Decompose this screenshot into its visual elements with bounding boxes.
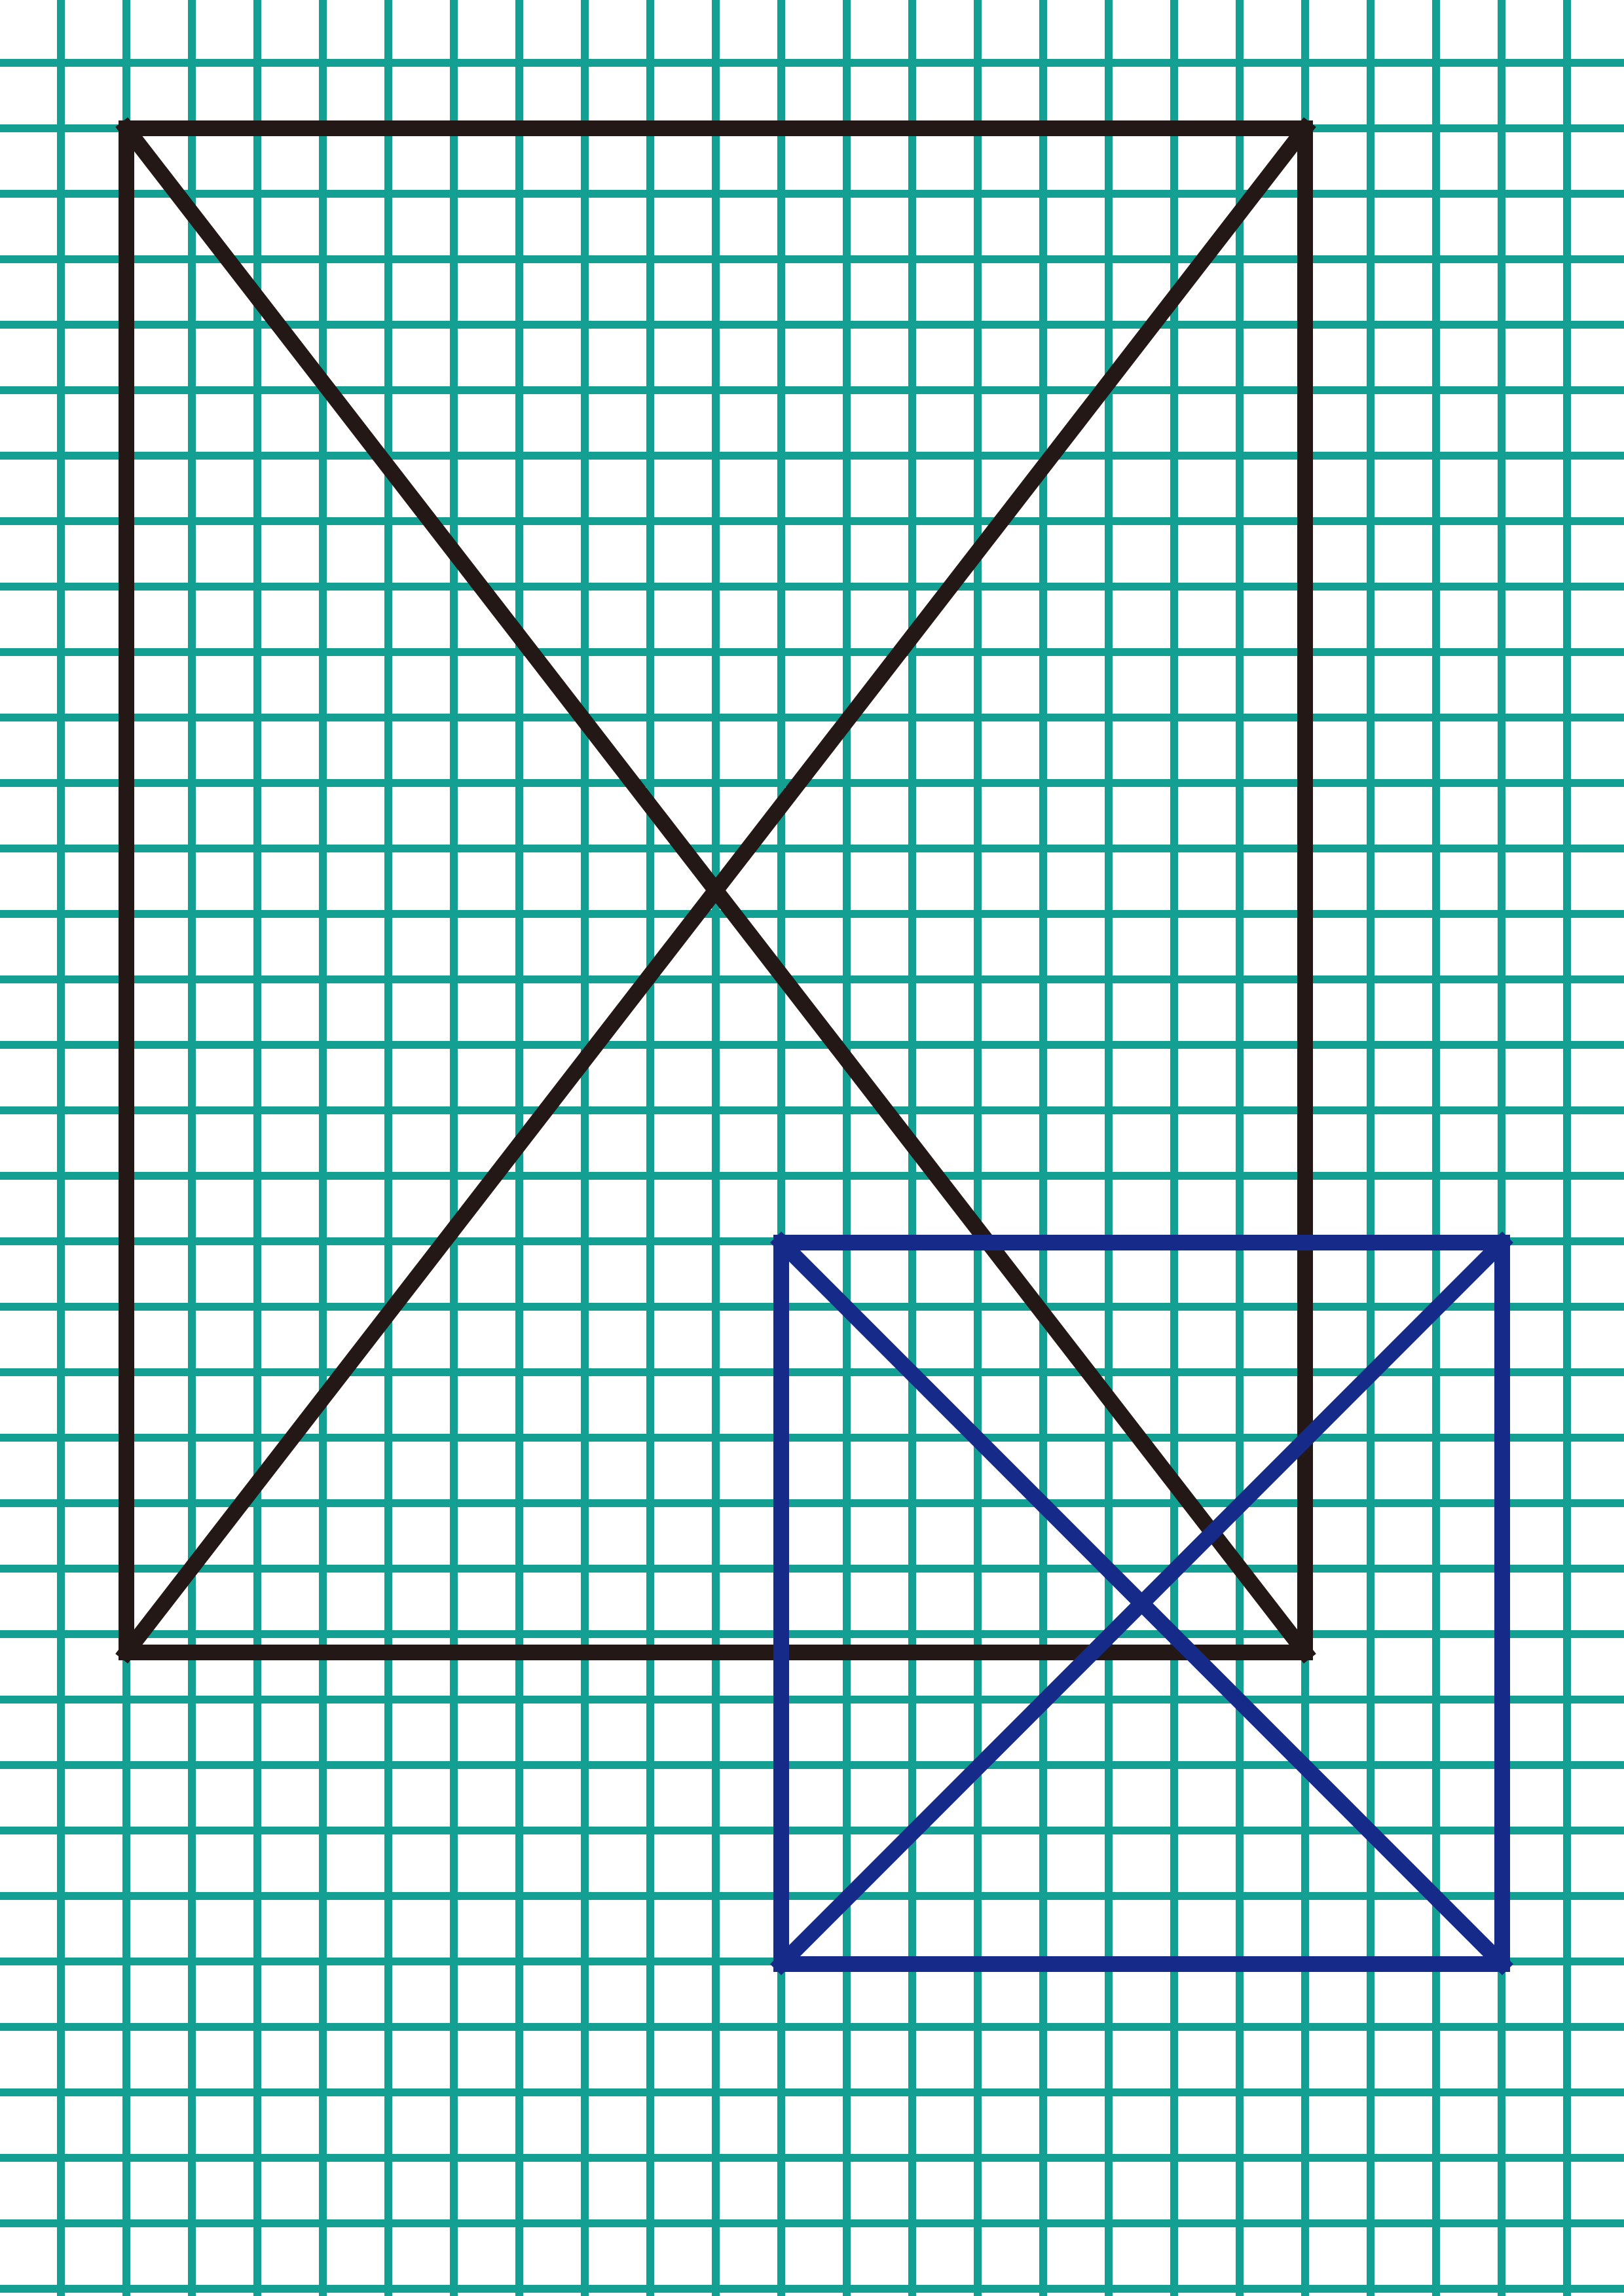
blue-square-diagonal-b: [770, 1231, 1513, 1975]
blue-square-figure: [770, 1231, 1513, 1975]
black-rectangle-diagonal-b: [115, 117, 1316, 1664]
black-rectangle-figure: [115, 117, 1316, 1664]
black-rectangle-outline: [119, 120, 1313, 1660]
blue-square-outline: [773, 1235, 1510, 1972]
